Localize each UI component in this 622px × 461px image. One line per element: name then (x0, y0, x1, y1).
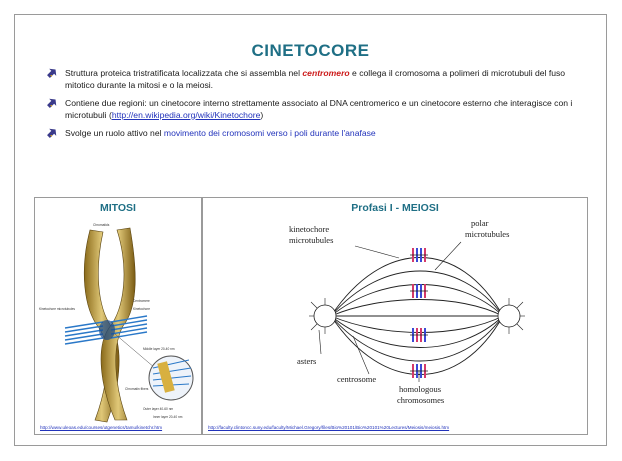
bullet-item-1: Struttura proteica tristratificata local… (47, 68, 593, 91)
label-centromere: Centromere (133, 299, 150, 303)
bullet-1-text: Struttura proteica tristratificata local… (65, 68, 303, 78)
chromatid-right (100, 227, 136, 421)
bullet-2-text: Contiene due regioni: un cinetocore inte… (65, 98, 573, 120)
slide: CINETOCORE Struttura proteica tristratif… (14, 14, 607, 446)
label-outer-layer: Outer layer 40-60 nm (143, 407, 173, 411)
mitosis-panel-title: MITOSI (100, 202, 136, 214)
label-chromatin-fibers: Chromatin fibers (125, 387, 149, 391)
centromero-term: centromero (302, 68, 350, 78)
label-homologous-line1: homologous (399, 384, 441, 394)
wikipedia-link[interactable]: http://en.wikipedia.org/wiki/Kinetochore (111, 109, 261, 120)
mitosis-source-link[interactable]: http://www.uleoas.edu/courses/utgenetics… (40, 425, 163, 430)
spindle-microtubules (330, 257, 504, 375)
meiosis-source-link[interactable]: http://faculty.clintoncc.suny.edu/facult… (208, 425, 450, 430)
label-kinetochore-microtubules-line2: microtubules (289, 235, 333, 245)
bullet-2-text-end: ) (260, 109, 264, 120)
slide-title: CINETOCORE (251, 41, 370, 60)
bullet-3-text: Svolge un ruolo attivo nel (65, 128, 164, 138)
kinetochore-microtubules-left (64, 321, 104, 345)
centrosome-left (309, 298, 337, 334)
arrow-bullet-icon (47, 128, 57, 138)
label-polar-microtubules-line2: microtubules (465, 229, 509, 239)
homologous-chromosomes (410, 248, 428, 378)
label-chromatids: Chromatids (93, 223, 110, 227)
mitosis-panel: MITOSI (34, 197, 202, 435)
kinetochore-microtubules-right (110, 315, 148, 339)
label-homologous-line2: chromosomes (397, 395, 444, 405)
meiosis-panel-title: Profasi I - MEIOSI (351, 202, 439, 214)
label-polar-microtubules-line1: polar (471, 218, 489, 228)
bullet-item-3: Svolge un ruolo attivo nel movimento dei… (47, 128, 593, 140)
label-inner-layer: Inner layer 20-40 nm (153, 415, 183, 419)
label-kinetochore: Kinetochore (133, 307, 150, 311)
kinetochore-region (99, 320, 115, 340)
arrow-bullet-icon (47, 98, 57, 108)
label-centrosome: centrosome (337, 374, 376, 384)
bullet-1-text-end: e collega il cromosoma a polimeri di mic… (65, 68, 566, 90)
label-asters: asters (297, 356, 316, 366)
meiosis-spindle-diagram: kinetochore microtubules polar microtubu… (289, 218, 525, 405)
bullet-item-2: Contiene due regioni: un cinetocore inte… (47, 98, 593, 121)
arrow-bullet-icon (47, 68, 57, 78)
bullet-list: Struttura proteica tristratificata local… (47, 68, 593, 147)
meiosis-panel: Profasi I - MEIOSI (202, 197, 588, 435)
label-kinetochore-microtubules: Kinetochore microtubules (39, 307, 75, 311)
label-kinetochore-microtubules-line1: kinetochore (289, 224, 329, 234)
centrosome-right (497, 298, 525, 334)
mitosis-illustration: Chromatids Kinetochore microtubules Cent… (39, 223, 194, 423)
chromosome-movement-phrase: movimento dei cromosomi verso i poli dur… (163, 128, 376, 138)
label-middle-layer: Middle layer 20-40 nm (143, 347, 175, 351)
